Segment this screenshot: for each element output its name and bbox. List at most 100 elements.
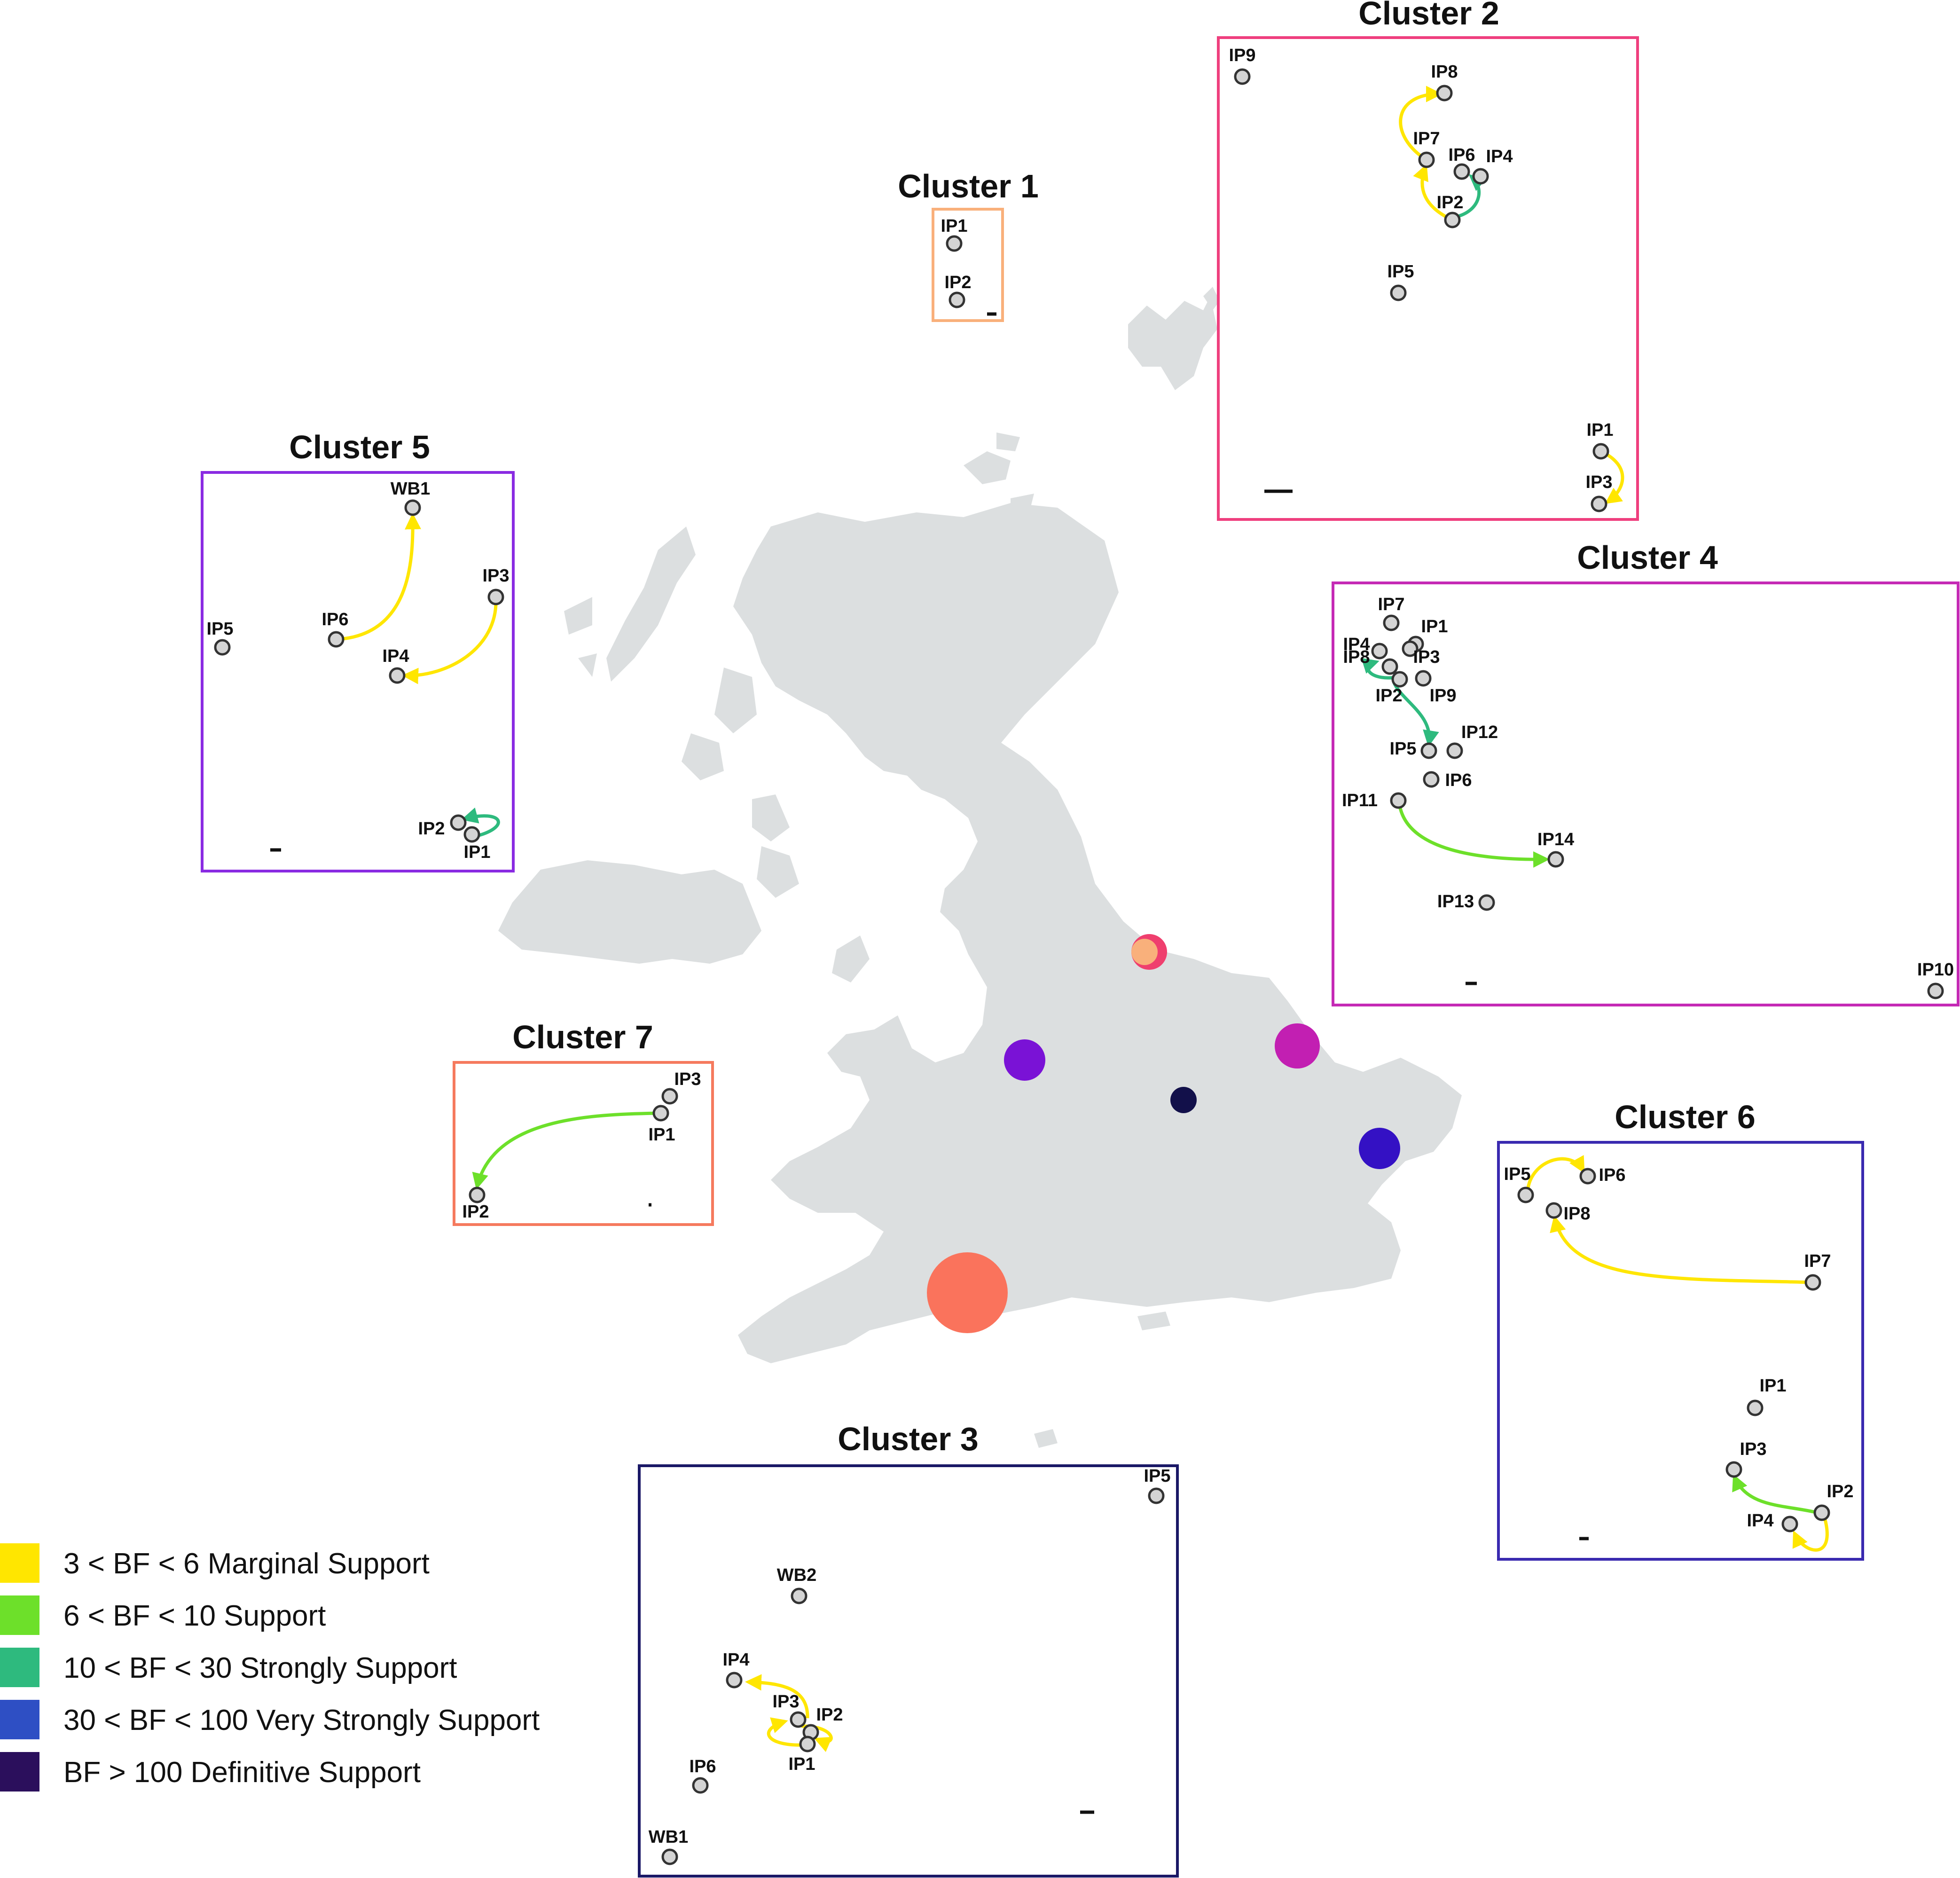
cluster-2-node-ip5 xyxy=(1390,284,1407,301)
cluster-3-node-ip4 xyxy=(726,1672,743,1689)
cluster-4-title: Cluster 4 xyxy=(1577,539,1718,576)
cluster-6-node-label-ip7: IP7 xyxy=(1804,1251,1831,1271)
cluster-2-link-ip7-ip8 xyxy=(1399,86,1443,161)
cluster-2-node-ip9 xyxy=(1234,68,1251,85)
cluster-6-link-ip2-ip4 xyxy=(1792,1514,1829,1552)
cluster-4-node-label-ip10: IP10 xyxy=(1917,960,1954,980)
cluster-5-node-label-ip2: IP2 xyxy=(418,819,445,839)
cluster-4-node-label-ip11: IP11 xyxy=(1342,791,1378,810)
cluster-4-node-ip13 xyxy=(1478,894,1495,911)
cluster-2-node-ip7 xyxy=(1418,151,1435,168)
cluster-6-title: Cluster 6 xyxy=(1615,1099,1756,1135)
map-site-cluster-1 xyxy=(1131,939,1158,965)
cluster-6-node-ip3 xyxy=(1725,1461,1742,1478)
legend-label: 3 < BF < 6 Marginal Support xyxy=(63,1548,430,1580)
map-site-cluster-4 xyxy=(1275,1023,1320,1069)
cluster-6-node-ip1 xyxy=(1747,1399,1764,1416)
cluster-5-title: Cluster 5 xyxy=(289,429,430,465)
cluster-4-node-label-ip6: IP6 xyxy=(1445,770,1472,790)
cluster-3-node-ip5 xyxy=(1148,1487,1165,1504)
cluster-6-node-ip6 xyxy=(1579,1168,1596,1185)
cluster-3-node-label-ip4: IP4 xyxy=(722,1650,749,1670)
cluster-1-node-ip2 xyxy=(949,291,965,308)
uk-basemap xyxy=(498,287,1462,1448)
legend-label: 10 < BF < 30 Strongly Support xyxy=(63,1652,457,1684)
cluster-3-link-ip1-ip3 xyxy=(767,1717,805,1747)
cluster-4-frame xyxy=(1332,581,1960,1006)
cluster-3-node-ip6 xyxy=(692,1777,709,1794)
cluster-2-node-label-ip2: IP2 xyxy=(1436,193,1463,212)
cluster-2-node-ip1 xyxy=(1592,443,1609,460)
legend-item: 3 < BF < 6 Marginal Support xyxy=(0,1543,430,1583)
legend-item: 30 < BF < 100 Very Strongly Support xyxy=(0,1700,540,1739)
cluster-4-node-label-ip2: IP2 xyxy=(1375,686,1402,706)
cluster-4-node-ip5 xyxy=(1420,742,1437,759)
cluster-7-link-ip1-ip2 xyxy=(472,1111,661,1190)
cluster-1-node-ip1 xyxy=(946,235,963,252)
cluster-5-link-ip1-ip2 xyxy=(461,807,500,839)
legend-item: BF > 100 Definitive Support xyxy=(0,1752,421,1792)
cluster-4-node-ip2 xyxy=(1391,671,1408,688)
cluster-2-link-ip1-ip3 xyxy=(1600,449,1624,504)
legend-swatch xyxy=(0,1648,39,1687)
cluster-4-node-ip9 xyxy=(1415,670,1432,687)
cluster-2-node-label-ip9: IP9 xyxy=(1229,46,1255,65)
cluster-2-title: Cluster 2 xyxy=(1358,0,1499,31)
cluster-6-node-ip2 xyxy=(1813,1504,1830,1521)
cluster-3-node-wb1 xyxy=(661,1848,678,1865)
cluster-5-node-label-wb1: WB1 xyxy=(391,479,430,499)
cluster-3-node-ip3 xyxy=(790,1711,807,1728)
cluster-2-frame xyxy=(1217,36,1639,521)
cluster-5-node-ip4 xyxy=(389,667,406,684)
cluster-3-node-label-ip2: IP2 xyxy=(816,1705,843,1725)
cluster-4-node-ip7 xyxy=(1383,614,1400,631)
cluster-6-link-ip5-ip6 xyxy=(1526,1155,1585,1194)
cluster-1-node-label-ip2: IP2 xyxy=(944,273,971,292)
cluster-7-title: Cluster 7 xyxy=(512,1019,653,1055)
cluster-5-frame xyxy=(201,471,515,872)
cluster-3-node-label-ip5: IP5 xyxy=(1144,1466,1170,1486)
cluster-4-node-label-ip5: IP5 xyxy=(1389,739,1416,759)
cluster-6-frame xyxy=(1497,1141,1864,1561)
cluster-2-node-label-ip5: IP5 xyxy=(1387,262,1414,282)
cluster-5-node-label-ip4: IP4 xyxy=(382,646,409,666)
legend-item: 10 < BF < 30 Strongly Support xyxy=(0,1648,457,1687)
cluster-2-node-label-ip6: IP6 xyxy=(1448,145,1475,165)
cluster-6-node-label-ip4: IP4 xyxy=(1747,1511,1773,1531)
cluster-6-node-ip5 xyxy=(1517,1187,1534,1203)
map-site-cluster-5 xyxy=(1004,1039,1045,1081)
cluster-5-node-ip2 xyxy=(450,814,467,831)
cluster-4-node-ip11 xyxy=(1390,792,1407,809)
cluster-2-node-ip6 xyxy=(1453,163,1470,180)
cluster-3-node-label-wb2: WB2 xyxy=(777,1565,816,1585)
cluster-5-node-ip6 xyxy=(328,631,345,648)
cluster-2-link-ip2-ip7 xyxy=(1413,164,1453,222)
cluster-6-node-label-ip2: IP2 xyxy=(1827,1482,1853,1501)
cluster-5-node-ip5 xyxy=(214,639,231,656)
cluster-3-title: Cluster 3 xyxy=(838,1421,979,1457)
cluster-6-node-label-ip6: IP6 xyxy=(1599,1165,1625,1185)
cluster-4-node-ip6 xyxy=(1423,771,1440,788)
cluster-6-node-ip7 xyxy=(1804,1274,1821,1291)
cluster-2-node-label-ip1: IP1 xyxy=(1586,420,1613,440)
cluster-6-node-label-ip3: IP3 xyxy=(1740,1439,1766,1459)
map-sites xyxy=(927,934,1400,1333)
cluster-7-node-label-ip1: IP1 xyxy=(648,1125,675,1145)
cluster-2-node-label-ip3: IP3 xyxy=(1585,472,1612,492)
cluster-4-node-label-ip4: IP4 xyxy=(1343,635,1370,654)
cluster-5-link-ip3-ip4 xyxy=(402,597,498,684)
cluster-7-node-label-ip2: IP2 xyxy=(462,1202,489,1222)
cluster-2-node-label-ip7: IP7 xyxy=(1413,129,1440,149)
cluster-4-node-label-ip13: IP13 xyxy=(1437,892,1474,911)
cluster-1-node-label-ip1: IP1 xyxy=(941,216,967,236)
cluster-4-node-ip14 xyxy=(1547,851,1564,868)
cluster-4-node-ip4 xyxy=(1371,643,1388,660)
legend-swatch xyxy=(0,1752,39,1792)
cluster-6-node-ip4 xyxy=(1781,1516,1798,1532)
